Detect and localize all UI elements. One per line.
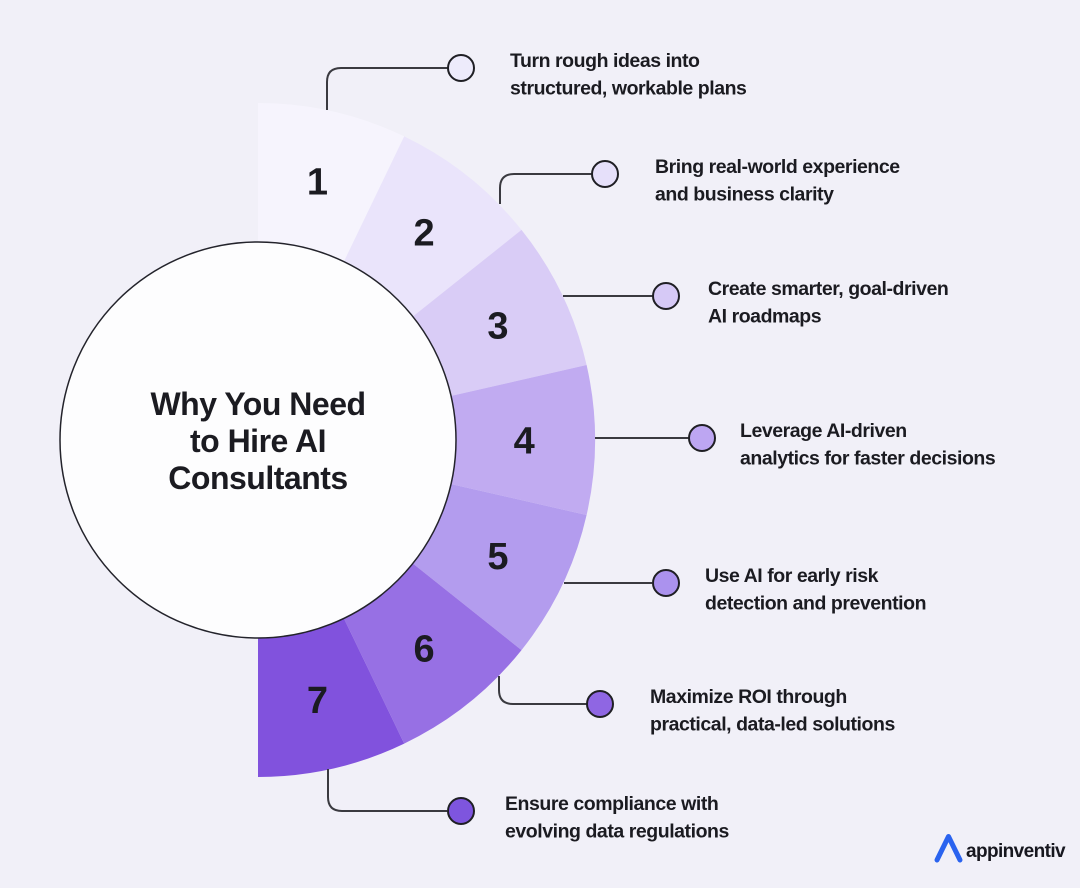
- connector-dot-4: [688, 424, 716, 452]
- segment-numbers: 1 2 3 4 5 6 7: [307, 161, 535, 722]
- appinventiv-logo-text: appinventiv: [966, 841, 1066, 862]
- appinventiv-logo-icon: [934, 834, 963, 863]
- connector-line-1: [326, 67, 448, 110]
- connector-dot-2: [591, 160, 619, 188]
- segment-number-2: 2: [413, 213, 434, 255]
- segment-number-4: 4: [514, 421, 535, 463]
- connectors: [326, 54, 716, 825]
- segment-number-7: 7: [307, 680, 328, 722]
- connector-dot-5: [652, 569, 680, 597]
- connector-line-7: [327, 769, 447, 812]
- connector-dot-6: [586, 690, 614, 718]
- center-circle-group: [59, 241, 457, 639]
- appinventiv-logo: appinventiv: [934, 834, 1067, 863]
- connector-dot-1: [447, 54, 475, 82]
- segment-number-3: 3: [487, 305, 508, 347]
- connector-line-2: [499, 173, 592, 204]
- segment-number-1: 1: [307, 161, 328, 203]
- segment-number-5: 5: [487, 536, 508, 578]
- center-circle: [59, 241, 457, 639]
- connector-line-6: [498, 676, 587, 705]
- connector-dot-3: [652, 282, 680, 310]
- connector-dot-7: [447, 797, 475, 825]
- segment-number-6: 6: [413, 629, 434, 671]
